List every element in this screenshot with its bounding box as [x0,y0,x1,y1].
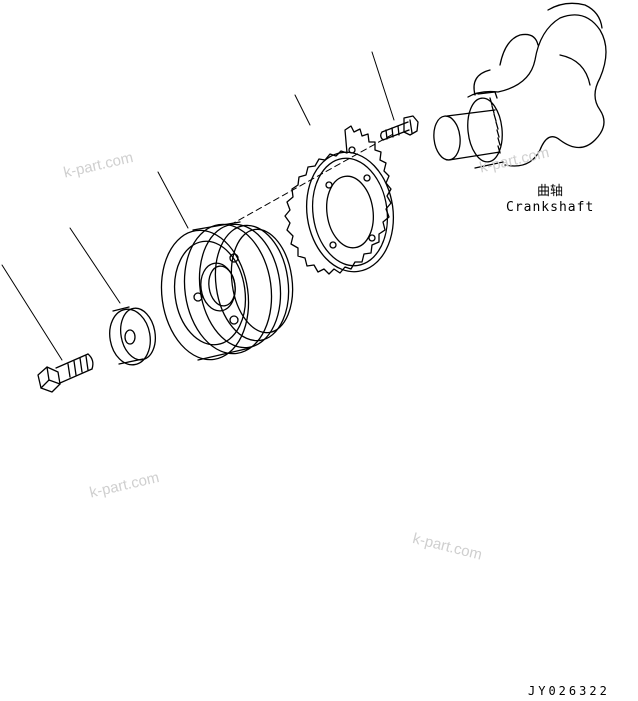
bolt [37,353,94,393]
washer [109,306,156,366]
leader-lines [1,51,395,361]
leader-line-washer [69,227,121,304]
ring-gear-outline [284,125,392,275]
leader-line-sensor-ring [294,94,311,126]
leader-line-pulley [157,171,189,229]
sensor-ring [284,125,395,275]
leader-line-small-bolt [371,51,395,121]
crankshaft [433,2,607,169]
leader-line-bolt [1,264,63,361]
pulley [160,221,294,361]
crankshaft-label-en: Crankshaft [506,200,595,215]
drawing-code: JY026322 [528,684,610,698]
center-line [229,132,396,226]
small-bolt [380,115,419,141]
crankshaft-label-cn: 曲轴 [537,184,564,199]
